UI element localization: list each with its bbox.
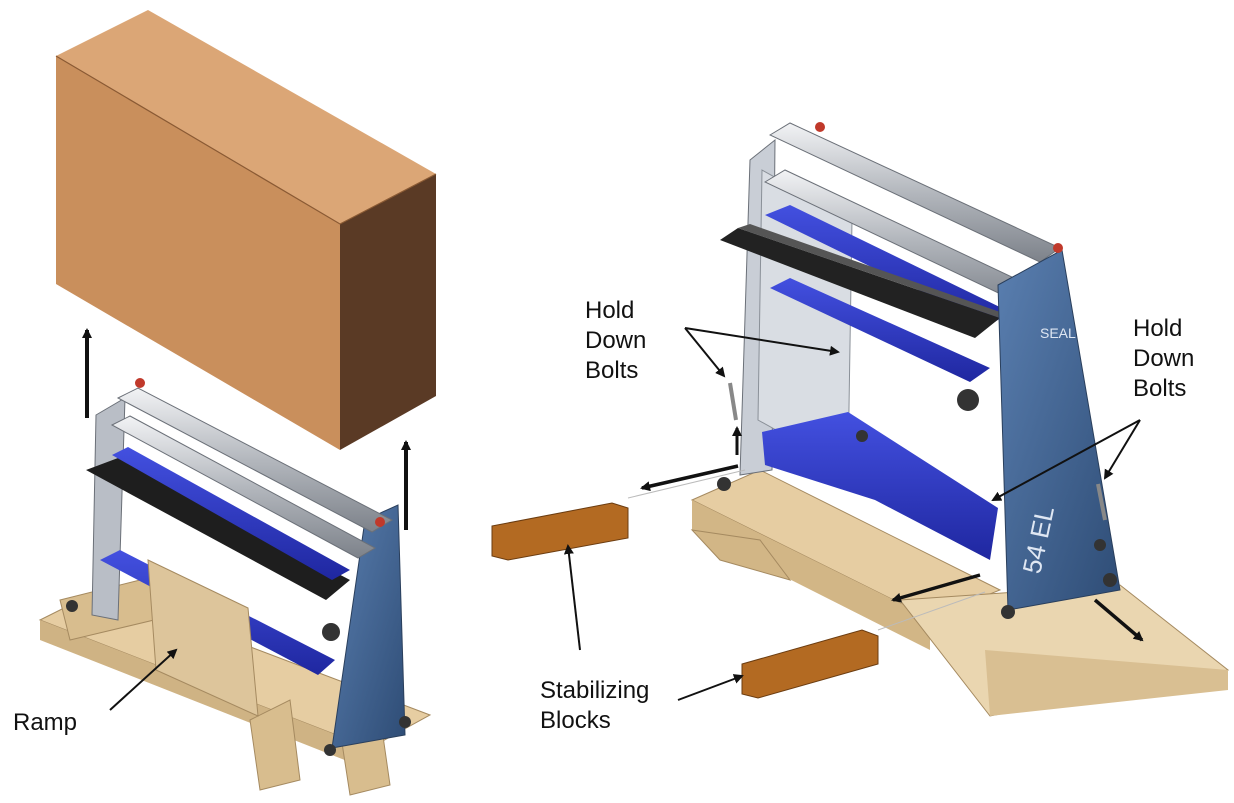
ramp-arrow-right — [1093, 598, 1144, 642]
hold-down-left-line-2: Down — [585, 327, 647, 354]
seal-logo: SEAL — [1040, 325, 1076, 341]
hold-down-bolts — [728, 382, 1107, 521]
stabilizing-line-1: Stabilizing — [540, 677, 650, 704]
block-out-arrow-lower — [891, 573, 981, 603]
left-laminator — [66, 378, 411, 756]
stabilizing-blocks — [491, 469, 986, 699]
hold-down-right-line-2: Down — [1133, 345, 1195, 372]
hold-down-left-line-3: Bolts — [585, 357, 639, 384]
stabilizing-block-upper — [491, 502, 629, 561]
right-laminator: SEAL 54 EL — [717, 122, 1121, 619]
ramp-label: Ramp — [13, 708, 77, 738]
ramp-board — [147, 559, 259, 717]
hold-down-bolts-label-right: Hold Down Bolts — [1133, 314, 1194, 404]
hold-down-left-line-1: Hold — [585, 297, 635, 324]
bolt-right — [1096, 483, 1107, 521]
hold-down-bolts-label-left: Hold Down Bolts — [585, 296, 646, 386]
bolt-left — [728, 382, 738, 421]
ramp-arrow — [109, 648, 178, 711]
movement-arrows — [640, 464, 1144, 642]
hold-down-right-line-1: Hold — [1133, 315, 1183, 342]
lift-arrows — [82, 328, 411, 530]
shipping-box — [55, 10, 437, 450]
ramp-callout — [109, 648, 178, 711]
block-out-arrow-upper — [640, 464, 739, 492]
hold-down-right-line-3: Bolts — [1133, 375, 1187, 402]
stabilizing-blocks-label: Stabilizing Blocks — [540, 676, 649, 736]
right-base-wood — [690, 469, 1230, 717]
stabilizing-line-2: Blocks — [540, 707, 611, 734]
callout-leaders — [563, 327, 1141, 701]
stabilizing-block-lower — [741, 629, 879, 699]
ramp-label-text: Ramp — [13, 709, 78, 736]
